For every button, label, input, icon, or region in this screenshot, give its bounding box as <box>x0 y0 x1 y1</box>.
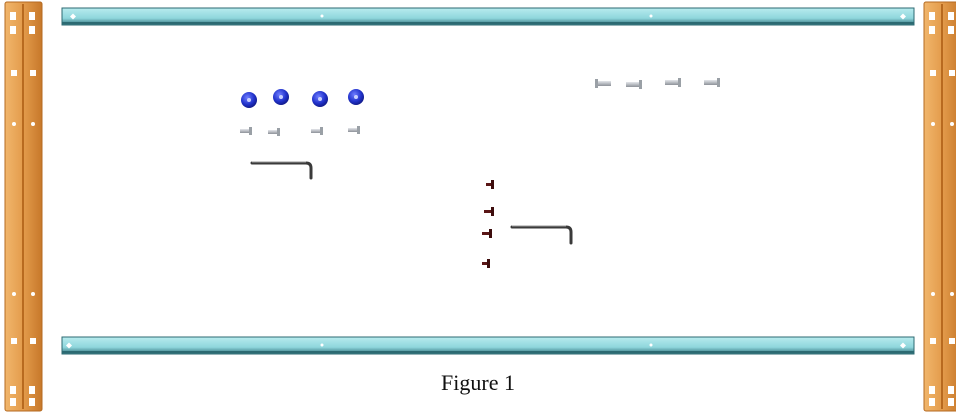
vertical-rail-left <box>4 1 43 412</box>
silver-bolt-small-2 <box>268 128 280 136</box>
dark-screw-2 <box>484 207 494 216</box>
silver-bolt-large-1 <box>595 79 611 88</box>
silver-bolt-small-1 <box>240 127 252 135</box>
vertical-rail-right <box>923 1 956 412</box>
dark-screw-1 <box>486 180 494 189</box>
dark-screw-4 <box>482 259 490 268</box>
silver-bolt-small-4 <box>348 126 360 134</box>
figure-caption: Figure 1 <box>441 370 515 395</box>
allen-key-1 <box>250 161 313 180</box>
horizontal-rail-top <box>61 7 915 26</box>
blue-cap-3 <box>312 91 328 107</box>
silver-bolt-large-4 <box>704 78 720 87</box>
silver-bolt-small-3 <box>311 127 323 135</box>
silver-bolt-large-3 <box>665 78 681 87</box>
silver-bolt-large-2 <box>626 80 642 89</box>
blue-cap-2 <box>273 89 289 105</box>
blue-cap-1 <box>241 92 257 108</box>
allen-key-2 <box>510 225 573 245</box>
blue-cap-4 <box>348 89 364 105</box>
dark-screw-3 <box>482 229 492 238</box>
horizontal-rail-bottom <box>61 336 915 355</box>
